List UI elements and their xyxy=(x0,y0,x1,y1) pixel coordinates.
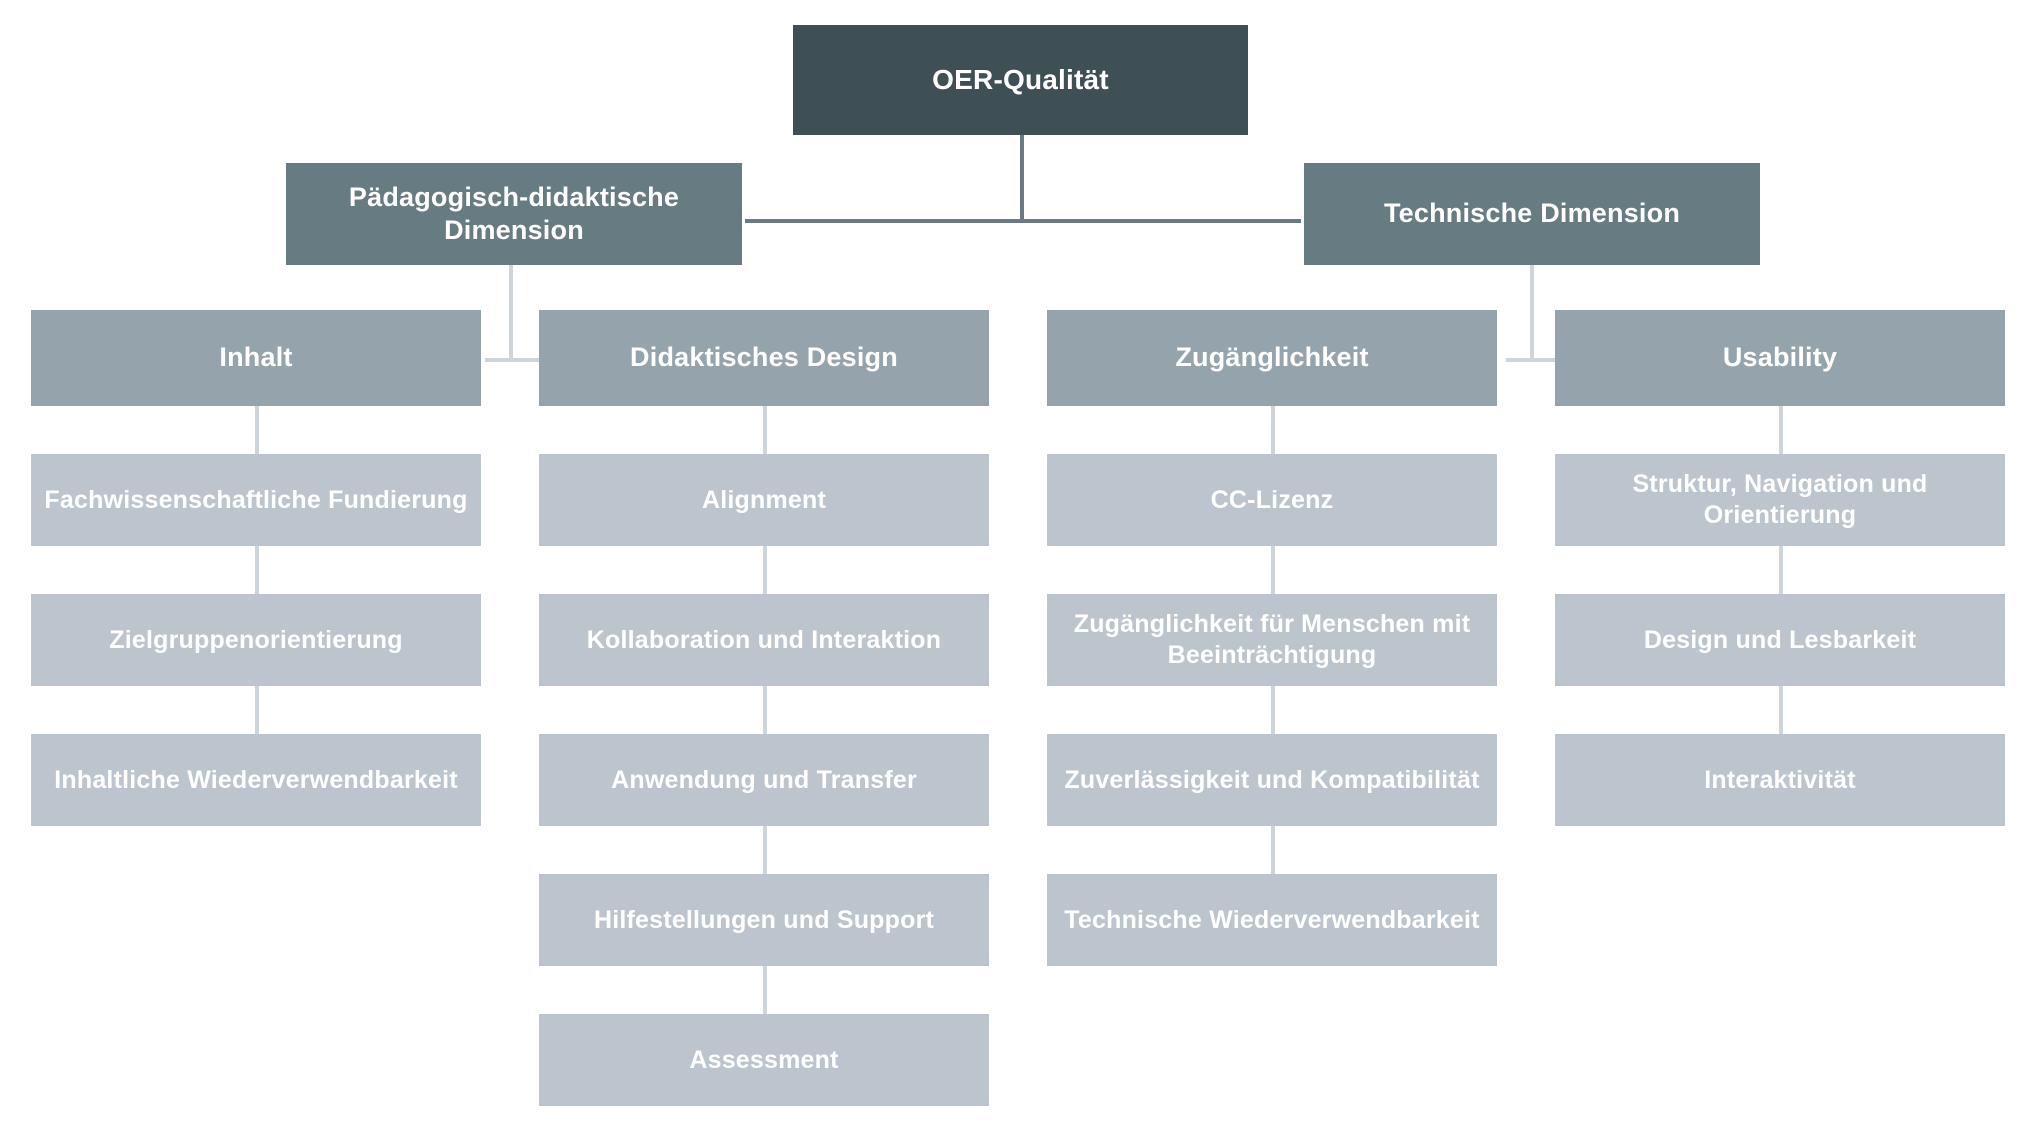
node-label: Zugänglichkeit für Menschen mit Beeinträ… xyxy=(1073,610,1471,669)
node-label: Technische Dimension xyxy=(1383,198,1681,229)
connector-col3-4 xyxy=(1271,826,1275,874)
node-item-kollaboration-und-interaktion[interactable]: Kollaboration und Interaktion xyxy=(539,594,989,686)
connector-col2-1 xyxy=(763,406,767,454)
node-label: Didaktisches Design xyxy=(630,342,898,373)
connector-col2-4 xyxy=(763,826,767,874)
node-label: Anwendung und Transfer xyxy=(611,765,917,794)
node-label: Fachwissenschaftliche Fundierung xyxy=(44,485,468,514)
node-item-struktur-navigation-und-orientierung[interactable]: Struktur, Navigation und Orientierung xyxy=(1555,454,2005,546)
connector-paed-stem xyxy=(509,265,513,360)
node-label: Design und Lesbarkeit xyxy=(1643,625,1917,654)
node-category-zugaenglichkeit[interactable]: Zugänglichkeit xyxy=(1047,310,1497,406)
node-label: Zuverlässigkeit und Kompatibilität xyxy=(1064,765,1480,794)
node-item-zielgruppenorientierung[interactable]: Zielgruppenorientierung xyxy=(31,594,481,686)
node-dimension-paedagogisch-didaktisch[interactable]: Pädagogisch-didaktische Dimension xyxy=(286,163,742,265)
node-label: Struktur, Navigation und Orientierung xyxy=(1632,470,1928,529)
node-category-inhalt[interactable]: Inhalt xyxy=(31,310,481,406)
connector-col1-1 xyxy=(255,406,259,454)
node-label: CC-Lizenz xyxy=(1210,485,1334,514)
node-item-zuverlaessigkeit-und-kompatibilitaet[interactable]: Zuverlässigkeit und Kompatibilität xyxy=(1047,734,1497,826)
connector-col4-2 xyxy=(1779,546,1783,594)
node-item-inhaltliche-wiederverwendbarkeit[interactable]: Inhaltliche Wiederverwendbarkeit xyxy=(31,734,481,826)
node-root-oer-qualitaet[interactable]: OER-Qualität xyxy=(793,25,1248,135)
node-category-usability[interactable]: Usability xyxy=(1555,310,2005,406)
connector-col2-3 xyxy=(763,686,767,734)
connector-col4-3 xyxy=(1779,686,1783,734)
connector-paed-bar xyxy=(485,358,548,362)
node-label: Hilfestellungen und Support xyxy=(593,905,935,934)
node-label: Assessment xyxy=(689,1045,839,1074)
node-label: Kollaboration und Interaktion xyxy=(586,625,942,654)
connector-tech-stem xyxy=(1530,265,1534,360)
node-item-cc-lizenz[interactable]: CC-Lizenz xyxy=(1047,454,1497,546)
node-label: Zugänglichkeit xyxy=(1175,342,1369,373)
connector-col2-2 xyxy=(763,546,767,594)
node-label: Usability xyxy=(1722,342,1838,373)
connector-col3-3 xyxy=(1271,686,1275,734)
node-item-zugaenglichkeit-fuer-menschen-mit-beeintraechtigung[interactable]: Zugänglichkeit für Menschen mit Beeinträ… xyxy=(1047,594,1497,686)
node-label: Inhaltliche Wiederverwendbarkeit xyxy=(54,765,458,794)
connector-root-stem xyxy=(1020,135,1024,221)
connector-col3-1 xyxy=(1271,406,1275,454)
connector-col1-2 xyxy=(255,546,259,594)
node-item-hilfestellungen-und-support[interactable]: Hilfestellungen und Support xyxy=(539,874,989,966)
node-label: OER-Qualität xyxy=(932,63,1109,95)
node-dimension-technisch[interactable]: Technische Dimension xyxy=(1304,163,1760,265)
node-label: Alignment xyxy=(701,485,827,514)
node-item-anwendung-und-transfer[interactable]: Anwendung und Transfer xyxy=(539,734,989,826)
node-item-technische-wiederverwendbarkeit[interactable]: Technische Wiederverwendbarkeit xyxy=(1047,874,1497,966)
node-label: Technische Wiederverwendbarkeit xyxy=(1064,905,1480,934)
node-label: Zielgruppenorientierung xyxy=(109,625,403,654)
connector-col3-2 xyxy=(1271,546,1275,594)
node-category-didaktisches-design[interactable]: Didaktisches Design xyxy=(539,310,989,406)
node-label: Interaktivität xyxy=(1704,765,1856,794)
node-item-interaktivitaet[interactable]: Interaktivität xyxy=(1555,734,2005,826)
node-item-design-und-lesbarkeit[interactable]: Design und Lesbarkeit xyxy=(1555,594,2005,686)
connector-dimension-bar xyxy=(745,219,1301,223)
connector-col1-3 xyxy=(255,686,259,734)
node-label: Inhalt xyxy=(219,342,293,373)
node-label: Pädagogisch-didaktische Dimension xyxy=(348,181,680,245)
node-item-fachwissenschaftliche-fundierung[interactable]: Fachwissenschaftliche Fundierung xyxy=(31,454,481,546)
connector-tech-bar xyxy=(1506,358,1569,362)
connector-col4-1 xyxy=(1779,406,1783,454)
node-item-assessment[interactable]: Assessment xyxy=(539,1014,989,1106)
node-item-alignment[interactable]: Alignment xyxy=(539,454,989,546)
connector-col2-5 xyxy=(763,966,767,1014)
